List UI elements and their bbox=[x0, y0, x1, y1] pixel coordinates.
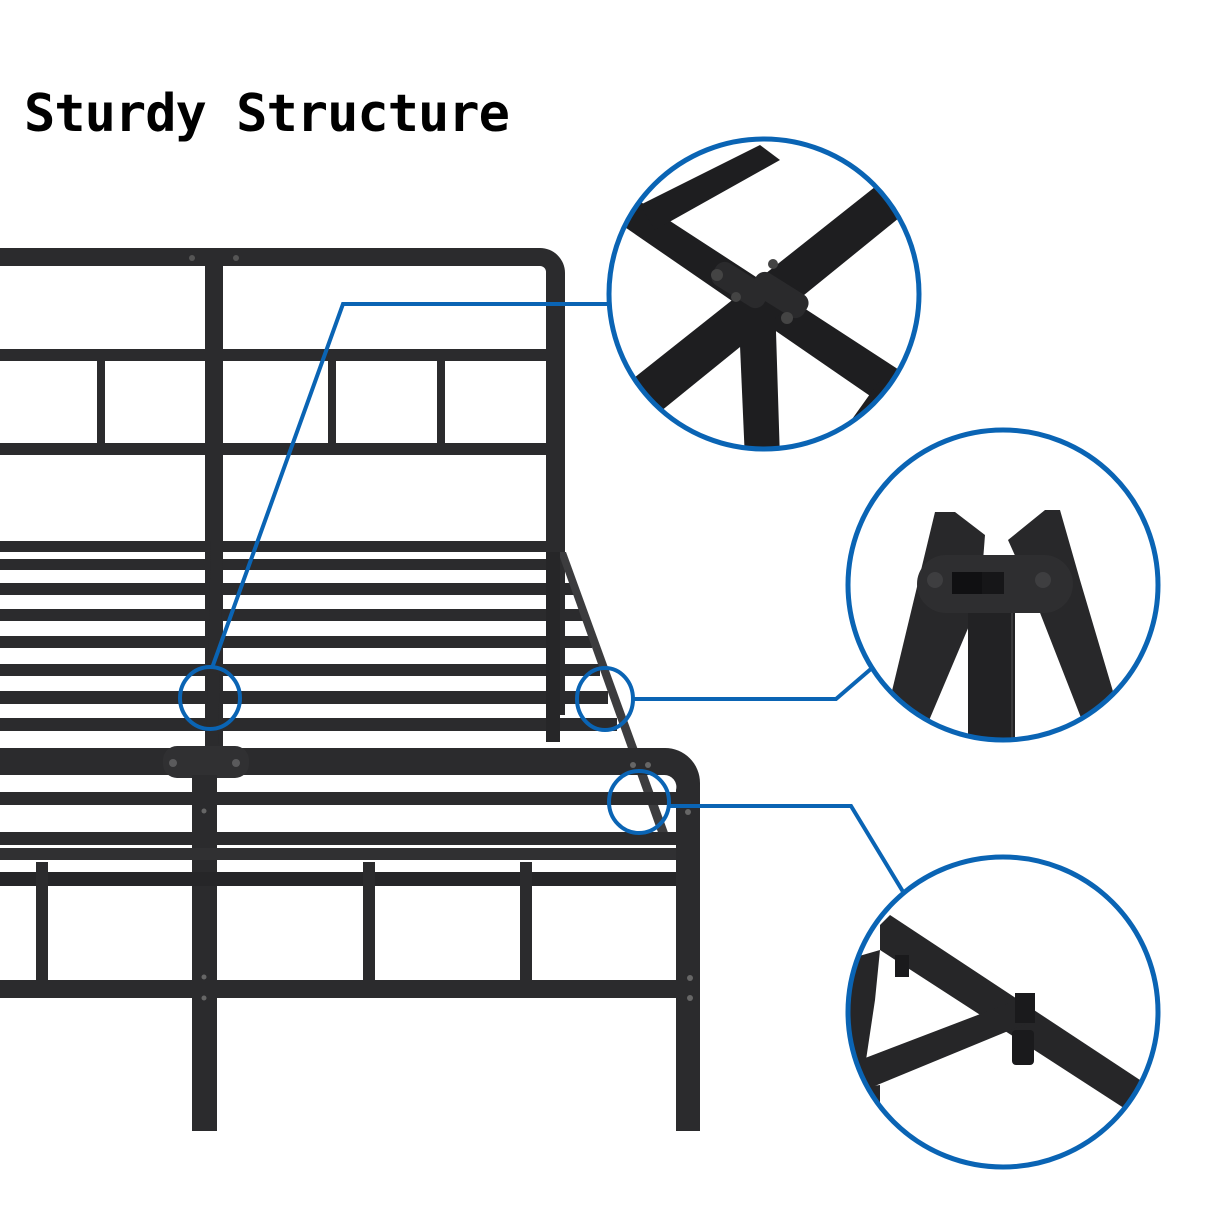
headboard bbox=[0, 248, 565, 762]
detail-circle-center-joint bbox=[606, 136, 922, 452]
callout-marker-3 bbox=[607, 769, 671, 835]
callout-line-3 bbox=[669, 804, 907, 897]
callout-lines bbox=[210, 302, 907, 897]
callout-marker-1 bbox=[178, 665, 242, 731]
bed-slats bbox=[0, 540, 670, 838]
callout-line-1 bbox=[210, 302, 610, 669]
detail-circle-folding-hinge bbox=[845, 427, 1161, 743]
footboard bbox=[0, 746, 700, 1131]
detail-circle-slat-bracket bbox=[845, 854, 1161, 1170]
callout-line-2 bbox=[633, 666, 874, 701]
page-title: Sturdy Structure bbox=[24, 84, 510, 144]
callout-markers bbox=[178, 665, 671, 835]
callout-marker-2 bbox=[575, 666, 635, 732]
